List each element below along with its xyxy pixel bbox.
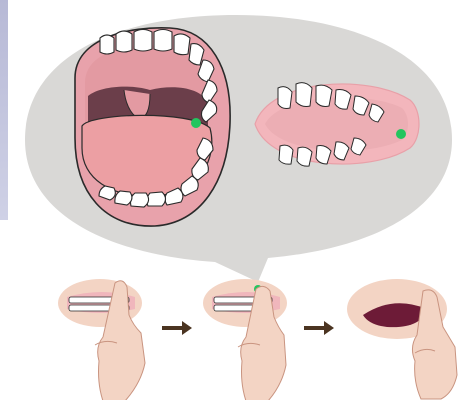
right-arrow-icon — [304, 321, 334, 335]
green-dot-icon — [396, 129, 406, 139]
open-mouth-front-view — [60, 18, 235, 233]
step-3-mouth-opened — [345, 275, 465, 400]
step-1-thumb-on-teeth — [55, 275, 155, 400]
green-dot-icon — [191, 118, 201, 128]
right-arrow-icon — [162, 321, 192, 335]
side-teeth-view — [250, 70, 420, 178]
step-2-thumb-at-point — [200, 275, 300, 400]
